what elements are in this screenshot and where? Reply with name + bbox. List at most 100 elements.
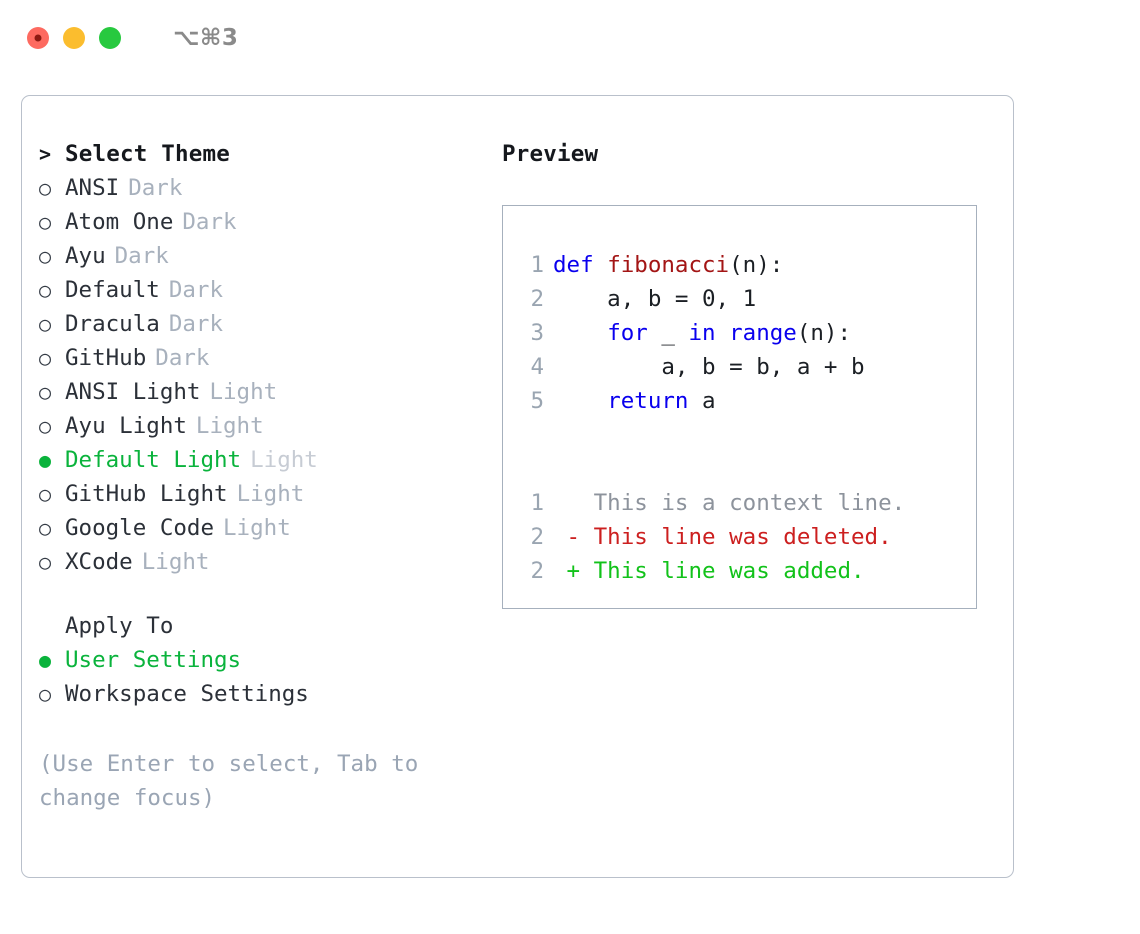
- close-button-icon[interactable]: [27, 27, 49, 49]
- code-token: a, b = b, a + b: [553, 354, 865, 380]
- theme-name-label: ANSI Light: [65, 379, 201, 405]
- radio-unselected-icon: ○: [39, 516, 52, 540]
- apply-to-list: ●User Settings○ Workspace Settings: [39, 647, 479, 715]
- theme-name-label: XCode: [65, 549, 133, 575]
- apply-to-title: Apply To: [65, 613, 174, 639]
- diff-line: 1 This is a context line.: [520, 486, 905, 520]
- radio-unselected-icon: ○: [39, 682, 52, 706]
- preview-title: Preview: [502, 141, 599, 167]
- code-token: return: [607, 388, 689, 414]
- radio-unselected-icon: ○: [39, 414, 52, 438]
- theme-name-label: Atom One: [65, 209, 174, 235]
- theme-list-item[interactable]: ○ GitHub Light Light: [39, 481, 479, 515]
- theme-name-label: ANSI: [65, 175, 120, 201]
- diff-line: 2 + This line was added.: [520, 554, 905, 588]
- theme-variant-badge: Dark: [155, 345, 210, 371]
- line-number: 1: [530, 252, 544, 278]
- maximize-button-icon[interactable]: [99, 27, 121, 49]
- theme-name-label: Ayu: [65, 243, 106, 269]
- theme-list-item[interactable]: ● Default Light Light: [39, 447, 479, 481]
- theme-list-item[interactable]: ○ GitHub Dark: [39, 345, 479, 379]
- theme-variant-badge: Light: [250, 447, 318, 473]
- section-spacer: [39, 583, 479, 613]
- title-bar: ⌥⌘3: [0, 0, 1140, 76]
- theme-list-item[interactable]: ○ ANSI Light Light: [39, 379, 479, 413]
- code-token: range: [729, 320, 797, 346]
- theme-name-label: GitHub Light: [65, 481, 228, 507]
- window-controls: [27, 27, 121, 49]
- keyboard-shortcut-label: ⌥⌘3: [173, 25, 239, 51]
- apply-to-label: Workspace Settings: [65, 681, 309, 707]
- theme-list-item[interactable]: ○ XCode Light: [39, 549, 479, 583]
- line-number: 2: [530, 286, 544, 312]
- code-token: (n):: [729, 252, 784, 278]
- theme-name-label: Google Code: [65, 515, 215, 541]
- radio-unselected-icon: ○: [39, 482, 52, 506]
- code-token: in: [688, 320, 716, 346]
- theme-list-item[interactable]: ○ Ayu Dark: [39, 243, 479, 277]
- radio-unselected-icon: ○: [39, 312, 52, 336]
- theme-list-item[interactable]: ○ Google Code Light: [39, 515, 479, 549]
- theme-variant-badge: Light: [141, 549, 210, 575]
- keyboard-hint: (Use Enter to select, Tab to change focu…: [39, 751, 432, 811]
- code-token: a: [688, 388, 716, 414]
- theme-variant-badge: Dark: [168, 277, 224, 303]
- apply-to-option[interactable]: ○ Workspace Settings: [39, 681, 479, 715]
- code-line: 3 for _ in range(n):: [520, 316, 905, 350]
- apply-to-option[interactable]: ●User Settings: [39, 647, 479, 681]
- theme-list-item[interactable]: ○ ANSI Dark: [39, 175, 479, 209]
- line-number: 1: [530, 490, 544, 516]
- code-line: 2 a, b = 0, 1: [520, 282, 905, 316]
- theme-picker-title: Select Theme: [65, 141, 230, 167]
- radio-unselected-icon: ○: [39, 210, 52, 234]
- code-token: fibonacci: [607, 252, 730, 278]
- code-token: a, b = 0, 1: [553, 286, 757, 312]
- radio-unselected-icon: ○: [39, 346, 52, 370]
- line-number: 2: [530, 558, 544, 584]
- radio-unselected-icon: ○: [39, 550, 52, 574]
- radio-unselected-icon: ○: [39, 244, 52, 268]
- theme-variant-badge: Light: [209, 379, 278, 405]
- theme-name-label: Default: [65, 277, 160, 303]
- theme-list-item[interactable]: ○ Ayu Light Light: [39, 413, 479, 447]
- code-token: _: [647, 320, 689, 346]
- diff-line: 2 - This line was deleted.: [520, 520, 905, 554]
- theme-name-label: GitHub: [65, 345, 147, 371]
- preview-divider: [520, 452, 905, 486]
- line-number: 5: [530, 388, 544, 414]
- code-token: This is a context line.: [553, 490, 906, 516]
- theme-variant-badge: Dark: [182, 209, 237, 235]
- theme-variant-badge: Light: [236, 481, 305, 507]
- apply-to-label: User Settings: [65, 647, 242, 673]
- code-token: + This line was added.: [553, 558, 865, 584]
- line-number: 3: [530, 320, 544, 346]
- prompt-caret-icon: >: [39, 142, 52, 166]
- theme-variant-badge: Dark: [168, 311, 224, 337]
- radio-unselected-icon: ○: [39, 380, 52, 404]
- theme-name-label: Default Light: [65, 447, 242, 473]
- line-number: 4: [530, 354, 544, 380]
- radio-unselected-icon: ○: [39, 176, 52, 200]
- radio-selected-icon: ●: [39, 448, 52, 472]
- theme-variant-badge: Light: [195, 413, 264, 439]
- theme-list-item[interactable]: ○ Atom One Dark: [39, 209, 479, 243]
- minimize-button-icon[interactable]: [63, 27, 85, 49]
- theme-variant-badge: Dark: [114, 243, 169, 269]
- code-token: (n):: [796, 320, 852, 346]
- theme-name-label: Ayu Light: [65, 413, 187, 439]
- code-token: - This line was deleted.: [553, 524, 892, 550]
- theme-variant-badge: Dark: [128, 175, 183, 201]
- theme-variant-badge: Light: [223, 515, 291, 541]
- code-token: [716, 320, 730, 346]
- preview-divider: [520, 418, 905, 452]
